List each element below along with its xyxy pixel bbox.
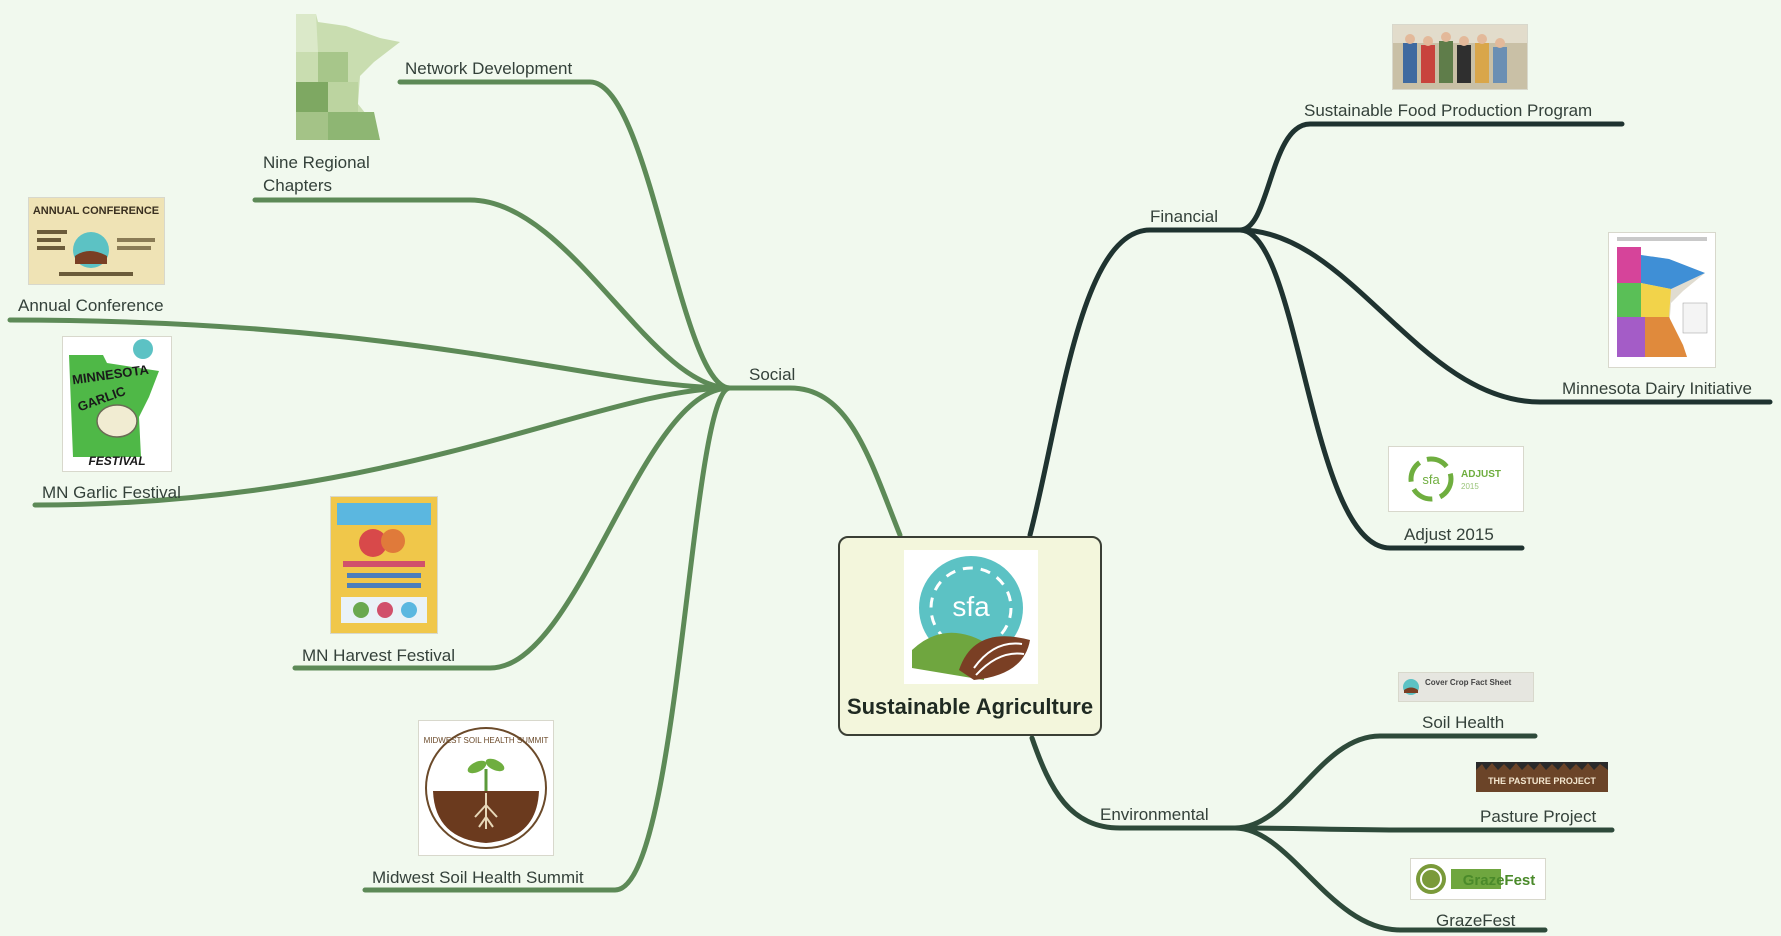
link-midwest-soil-health-summit [362,385,733,893]
svg-text:2015: 2015 [1461,482,1479,491]
node-midwest-soil-health-summit[interactable]: Midwest Soil Health Summit [372,868,584,887]
svg-text:sfa: sfa [1422,472,1440,487]
adjust-logo-text: ADJUST [1461,469,1501,480]
cover-crop-fact-sheet-image: Cover Crop Fact Sheet [1398,672,1534,702]
grazefest-logo-icon: GrazeFest [1416,864,1536,894]
link-mn-harvest-festival [292,385,733,671]
harvest-festival-image [330,496,438,634]
link-root-social [727,385,903,538]
node-minnesota-dairy-initiative[interactable]: Minnesota Dairy Initiative [1562,379,1752,398]
garlic-festival-poster-icon: MINNESOTA GARLIC FESTIVAL [69,339,159,468]
annual-conference-poster-title: ANNUAL CONFERENCE [33,205,159,217]
minnesota-dairy-map-icon [1609,233,1715,367]
node-annual-conference[interactable]: Annual Conference [18,296,164,315]
sfa-logo: sfa [904,550,1038,684]
link-root-financial [1027,227,1243,538]
garlic-festival-image: MINNESOTA GARLIC FESTIVAL [62,336,172,472]
link-mn-garlic-festival [32,385,733,508]
minnesota-regions-map-image [288,12,402,142]
root-node[interactable]: sfa Sustainable Agriculture [838,536,1102,736]
grazefest-logo-image: GrazeFest [1410,858,1546,900]
minnesota-map-icon [296,14,400,140]
nine-regional-chapters-line1: Nine Regional [263,153,370,172]
link-grazefest [1232,825,1548,933]
cover-crop-fact-sheet-text: Cover Crop Fact Sheet [1425,678,1512,687]
group-photo-icon [1393,25,1527,89]
svg-text:FESTIVAL: FESTIVAL [88,454,145,468]
soil-health-summit-logo-text: MIDWEST SOIL HEALTH SUMMIT [424,736,549,745]
adjust-2015-logo-image: sfa ADJUST 2015 [1388,446,1524,512]
pasture-project-logo-text: THE PASTURE PROJECT [1488,776,1596,786]
dairy-initiative-map-image [1608,232,1716,368]
link-annual-conference [7,317,733,391]
social-branch-lines [7,79,903,893]
branch-social[interactable]: Social [749,365,796,384]
food-production-photo [1392,24,1528,90]
node-grazefest[interactable]: GrazeFest [1436,911,1516,930]
environmental-branch-lines [1029,733,1615,933]
node-mn-harvest-festival[interactable]: MN Harvest Festival [302,646,456,665]
soil-health-summit-image: MIDWEST SOIL HEALTH SUMMIT [418,720,554,856]
branch-environmental[interactable]: Environmental [1100,805,1209,824]
node-network-development[interactable]: Network Development [405,59,573,78]
link-root-environmental [1029,735,1238,831]
node-nine-regional-chapters[interactable]: Nine Regional Chapters [263,151,370,197]
link-adjust-2015 [1237,227,1525,551]
financial-branch-lines [1027,121,1773,551]
node-adjust-2015[interactable]: Adjust 2015 [1404,525,1494,544]
pasture-project-image: THE PASTURE PROJECT [1476,762,1608,792]
node-soil-health[interactable]: Soil Health [1422,713,1505,732]
link-minnesota-dairy-initiative [1237,227,1773,405]
node-pasture-project[interactable]: Pasture Project [1480,807,1597,826]
link-pasture-project [1232,825,1615,833]
adjust-2015-logo-icon: sfa ADJUST 2015 [1408,456,1501,502]
nine-regional-chapters-line2: Chapters [263,176,332,195]
annual-conference-image: ANNUAL CONFERENCE [28,197,165,285]
annual-conference-poster-icon: ANNUAL CONFERENCE [29,198,164,284]
link-sustainable-food-production [1237,121,1625,233]
grazefest-logo-text: GrazeFest [1463,872,1536,889]
cover-crop-fact-sheet-icon: Cover Crop Fact Sheet [1399,673,1533,701]
link-network-development [397,79,733,391]
soil-health-summit-logo-icon: MIDWEST SOIL HEALTH SUMMIT [424,727,549,849]
harvest-festival-poster-icon [331,497,437,633]
pasture-project-logo-icon: THE PASTURE PROJECT [1476,762,1608,792]
node-sustainable-food-production-program[interactable]: Sustainable Food Production Program [1304,101,1593,120]
root-title: Sustainable Agriculture [846,694,1094,719]
sfa-logo-icon: sfa [912,556,1030,680]
link-soil-health [1232,733,1538,831]
link-nine-regional-chapters [252,197,733,391]
sfa-logo-text: sfa [952,591,990,622]
branch-financial[interactable]: Financial [1150,207,1219,226]
node-mn-garlic-festival[interactable]: MN Garlic Festival [42,483,181,502]
